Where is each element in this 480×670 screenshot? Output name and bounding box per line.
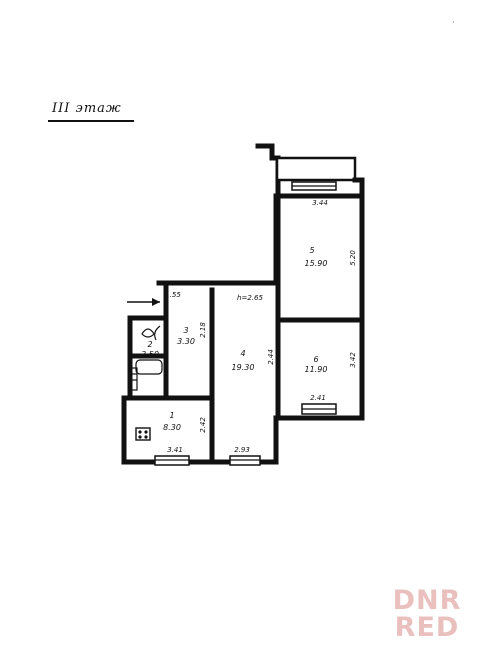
room-4-area: 19.30 [232,363,255,372]
room-labels: 5 15.90 6 11.90 4 19.30 3 3.30 2 3.50 1 … [141,246,327,432]
windows [154,181,337,466]
top-notch [255,143,365,197]
corner-mark: · [452,18,455,27]
dim-room4-side: 2.44 [267,349,275,365]
toilet-icon [141,328,155,338]
bathtub-icon [135,359,163,375]
watermark-logo: DNR RED [386,587,468,647]
fixtures [130,325,163,441]
interior-walls [127,193,365,465]
stove-icon [135,427,151,441]
dim-hall-width: 1.55 [165,291,181,299]
room-6-area: 11.90 [305,365,328,374]
room-1-number: 1 [169,411,174,420]
door-arc [154,325,161,341]
room-3-number: 3 [183,326,188,335]
shaft-icon [130,367,138,391]
entrance-arrow-icon [127,298,160,306]
dim-room6-depth: 3.42 [349,352,357,368]
dim-room4-width: 2.93 [234,446,250,454]
dim-top-width: 3.44 [312,199,328,207]
room-2-area: 3.50 [141,350,159,359]
room-3-area: 3.30 [177,337,195,346]
heading-underline [48,120,134,122]
room-5-number: 5 [309,246,314,255]
watermark-line-1: DNR [392,585,462,616]
room-5-area: 15.90 [305,259,328,268]
dim-room1-width: 3.41 [167,446,183,454]
dim-ceiling-height: h=2.65 [237,294,263,302]
dim-room5-depth: 5.20 [349,250,357,266]
room-2-number: 2 [147,340,152,349]
dim-room6-width: 2.41 [310,394,326,402]
room-1-area: 8.30 [163,423,181,432]
dimension-labels: 3.44 5.20 h=2.65 3.42 2.41 2.44 2.18 1.5… [165,199,357,454]
dim-room3-depth: 2.18 [199,322,207,338]
dim-room1-depth: 2.42 [199,417,207,433]
room-6-number: 6 [313,355,318,364]
floor-heading: III этаж [52,101,122,116]
watermark-line-2: RED [394,612,460,643]
room-4-number: 4 [240,349,245,358]
